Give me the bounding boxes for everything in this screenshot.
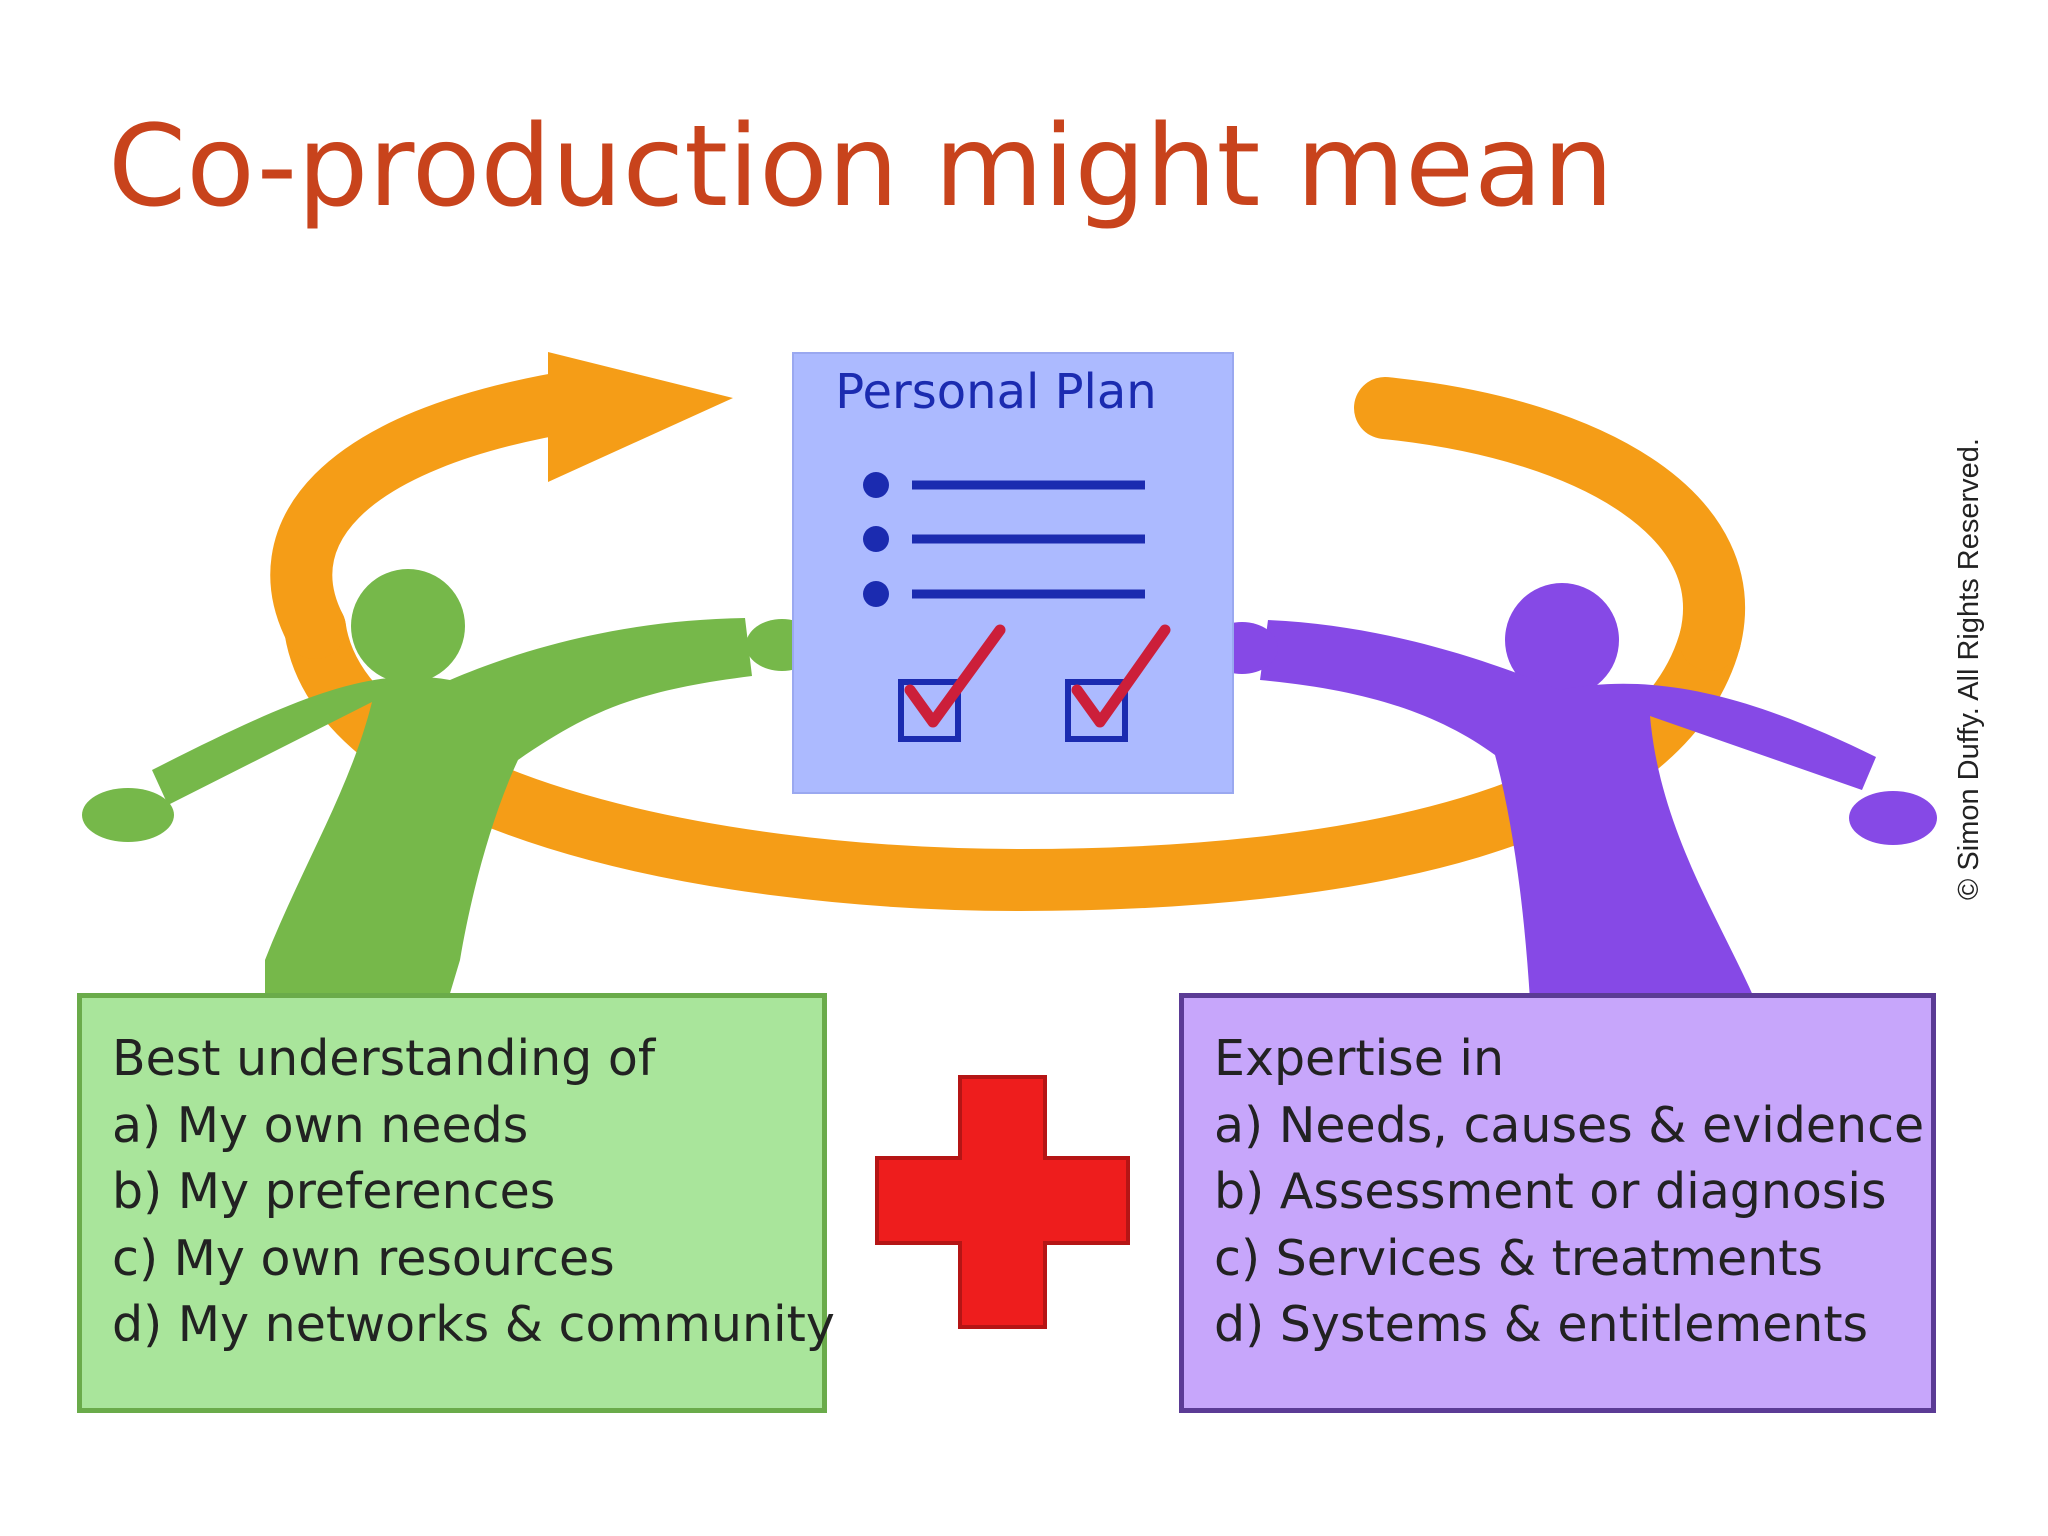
green-person-body [152,618,752,1000]
professional-expertise-item: c) Services & treatments [1214,1229,1823,1287]
user-strengths-item: b) My preferences [112,1163,556,1220]
cycle-arrow-right [1354,377,1745,671]
professional-expertise-box: Expertise in a) Needs, causes & evidence… [1179,993,1936,1413]
red-cross-plus-icon [875,1075,1130,1329]
purple-person-icon [1206,583,1937,1000]
green-person-icon [82,569,818,1000]
plan-bullet [863,472,889,498]
user-strengths-box: Best understanding of a) My own needs b)… [77,993,835,1413]
slide-title: Co-production might mean [108,102,1614,232]
cycle-arrow-left [270,369,611,659]
user-strengths-item: d) My networks & community [112,1296,835,1353]
professional-expertise-item: d) Systems & entitlements [1214,1296,1869,1353]
purple-person-right-hand [1849,791,1937,845]
plan-checkbox [1065,679,1128,742]
green-person-head [351,569,465,683]
professional-expertise-item: b) Assessment or diagnosis [1214,1163,1887,1220]
plan-checkbox [898,679,961,742]
purple-person-body [1260,620,1876,1000]
user-strengths-item: c) My own resources [112,1229,615,1287]
checklist-document-icon: Personal Plan [792,352,1234,794]
purple-person-head [1505,583,1619,697]
professional-expertise-item: a) Needs, causes & evidence [1214,1096,1925,1154]
professional-expertise-heading: Expertise in [1214,1030,1505,1087]
user-strengths-item: a) My own needs [112,1096,529,1154]
copyright-text: © Simon Duffy. All Rights Reserved. [1953,438,1985,900]
plan-title: Personal Plan [835,364,1156,420]
plan-document [792,352,1234,794]
user-strengths-heading: Best understanding of [112,1030,656,1087]
cycle-arrowhead [548,352,733,482]
plan-bullet [863,581,889,607]
green-person-left-hand [82,788,174,842]
plan-bullet [863,526,889,552]
check-mark-icon [904,624,1006,728]
check-mark-icon [1071,624,1171,728]
